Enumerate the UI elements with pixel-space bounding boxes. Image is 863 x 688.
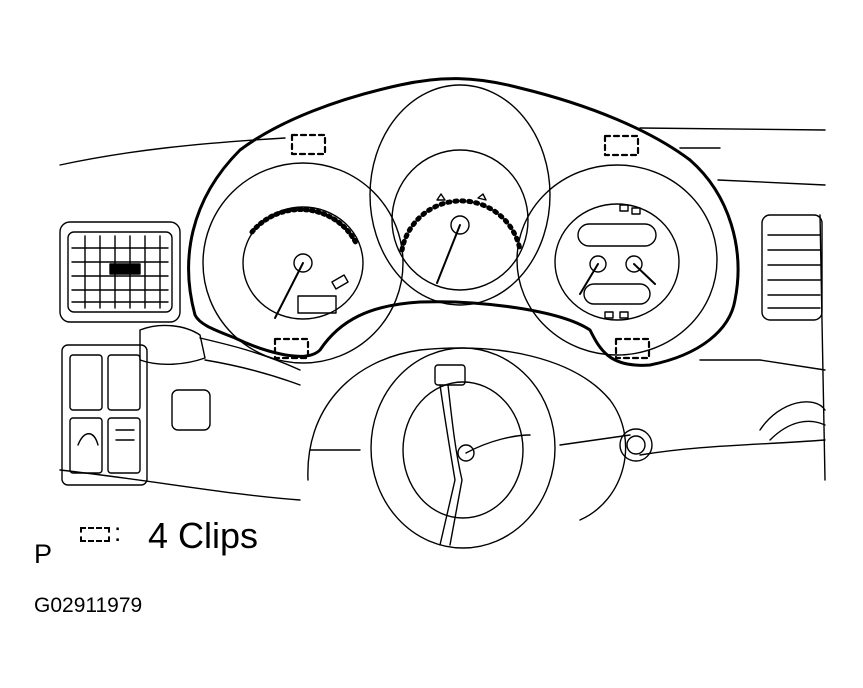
- clip-marker-bottom-left: [273, 337, 310, 360]
- clip-markers: [273, 133, 651, 360]
- cluster-hood: [187, 77, 740, 367]
- figure-id: G02911979: [34, 594, 143, 617]
- clip-marker-bottom-right: [614, 337, 651, 360]
- legend-separator: :: [114, 517, 122, 547]
- switch-panel: [61, 344, 211, 486]
- dashed-rectangle-icon: [80, 527, 110, 542]
- clip-marker-top-right: [603, 134, 640, 157]
- clip-legend-label: 4 Clips: [148, 515, 259, 556]
- speedometer-gauge: [369, 84, 551, 306]
- steering-column: [307, 347, 826, 549]
- wiper-stalk: [139, 324, 301, 386]
- left-air-vent: [59, 221, 181, 323]
- tachometer-gauge: [202, 162, 404, 364]
- panel-letter: P: [34, 539, 53, 569]
- fuel-temp-gauge: [516, 164, 718, 356]
- right-air-vent: [761, 214, 823, 321]
- clip-marker-top-left: [290, 133, 327, 156]
